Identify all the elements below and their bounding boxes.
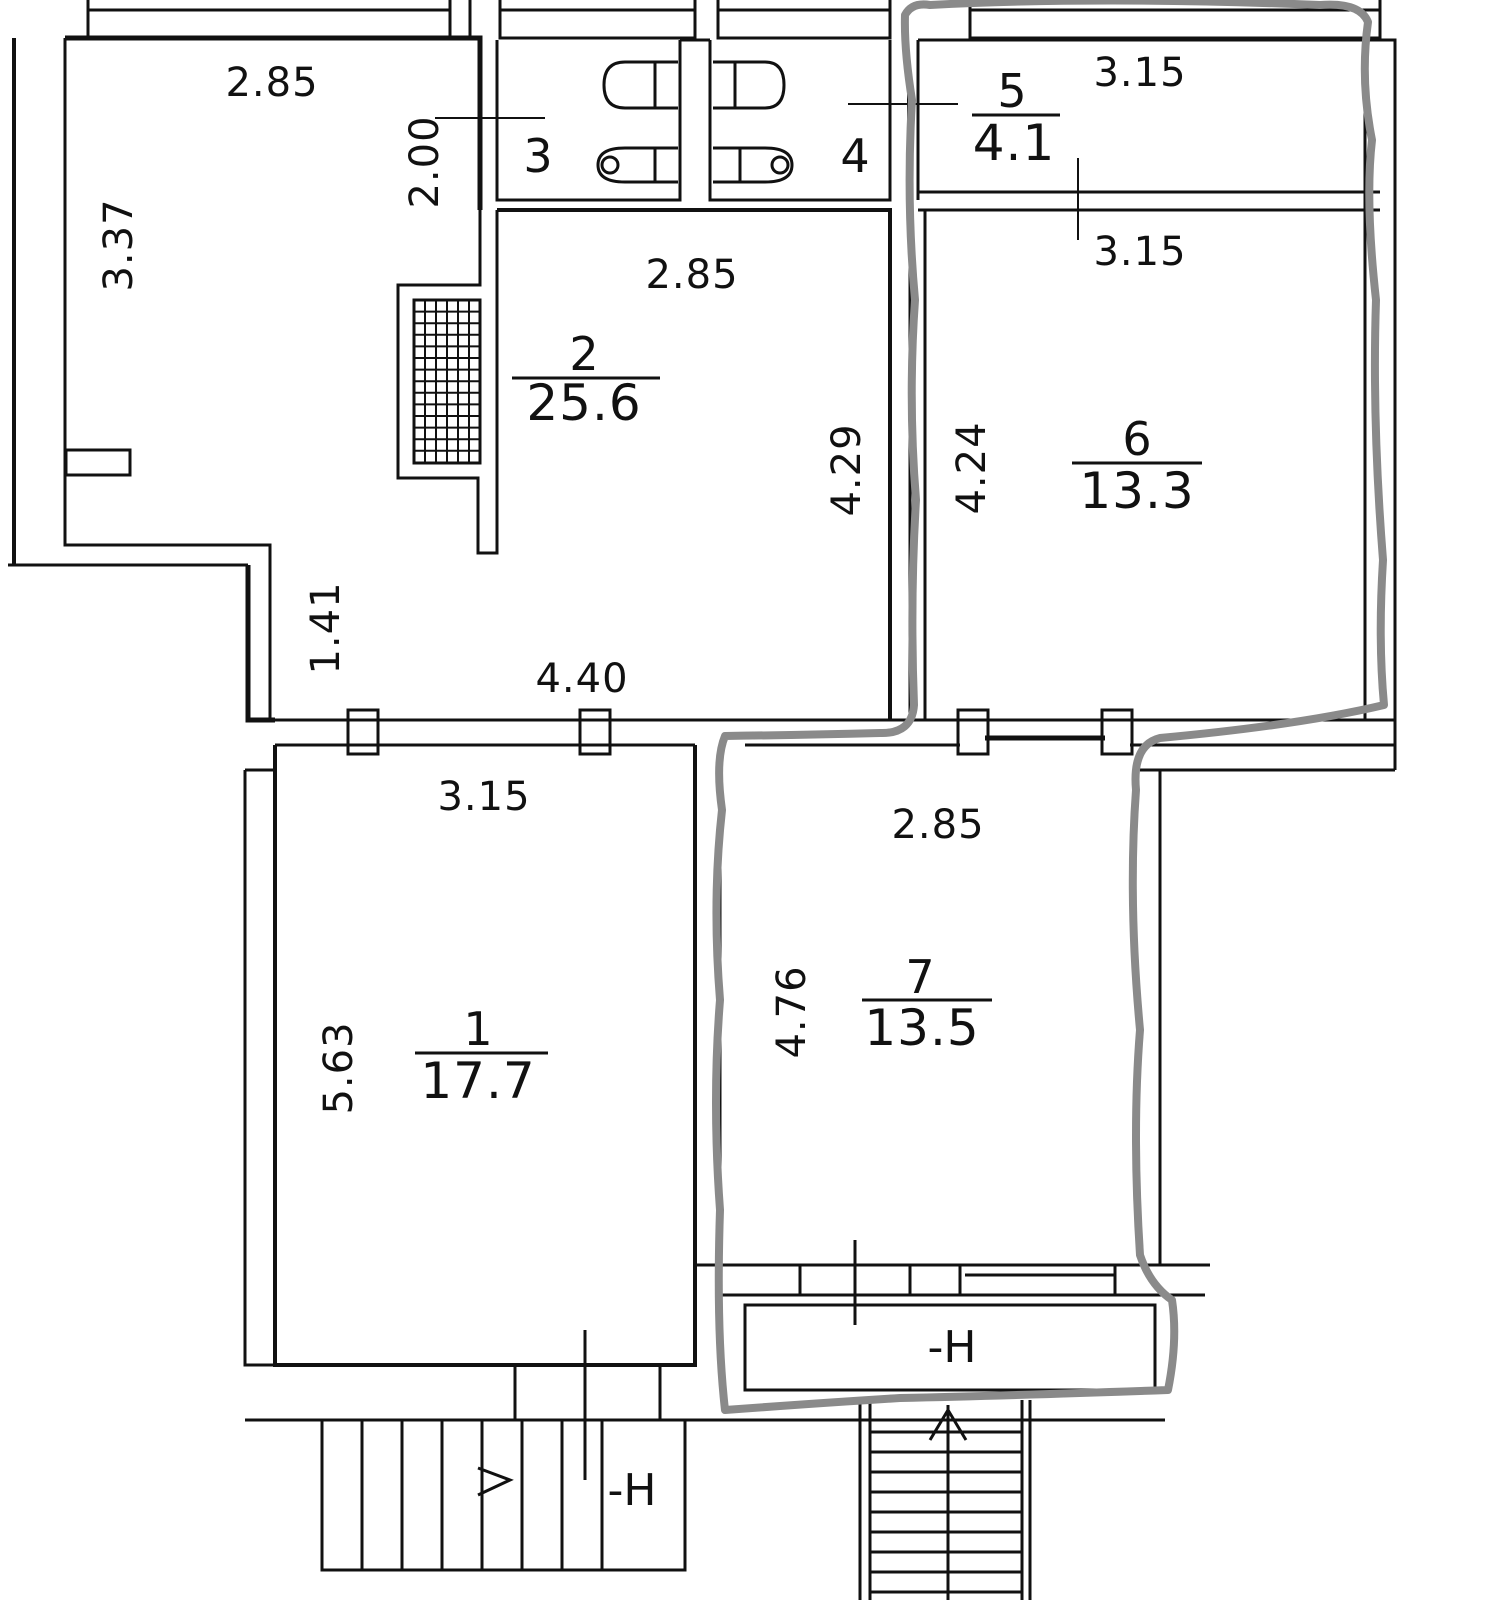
- stair-arrow-right: [928, 1407, 968, 1441]
- stair-label: -H: [608, 1465, 657, 1516]
- room-2-dim-left-upper: 3.37: [96, 198, 142, 291]
- room-1-dim-width: 3.15: [437, 774, 530, 820]
- room-2-dim-left-lower: 1.41: [303, 581, 349, 674]
- middle-walls: [275, 708, 1397, 772]
- bathroom-walls: [495, 38, 892, 202]
- room-7-walls: [695, 745, 1210, 1325]
- room-4-number: 4: [840, 129, 869, 183]
- room-2-area: 25.6: [526, 374, 641, 432]
- room-5-area: 4.1: [973, 114, 1056, 172]
- stair-right: [858, 1400, 1032, 1600]
- room-5-number: 5: [997, 64, 1026, 118]
- room-2-dim-right: 4.29: [824, 423, 870, 516]
- room-2-dim-bottom: 4.40: [535, 656, 628, 702]
- balcony-walls: [743, 1303, 1157, 1392]
- stair-arrow-left: [477, 1466, 514, 1497]
- room-2-dim-top-right: 2.85: [645, 252, 738, 298]
- room-6-area: 13.3: [1079, 462, 1194, 520]
- stair-left: [360, 1420, 604, 1570]
- room-2-walls: [60, 35, 892, 723]
- stair-right-treads: [870, 1430, 1022, 1594]
- balcony-label: -H: [928, 1322, 977, 1373]
- room-7-dim-top: 2.85: [891, 802, 984, 848]
- area-underlines: [415, 113, 1202, 1055]
- room-6-dim-left: 4.24: [949, 421, 995, 514]
- room-6-number: 6: [1122, 412, 1151, 466]
- bottom-entry: [245, 1330, 1165, 1572]
- top-walls: [86, 0, 1382, 40]
- room-1-area: 17.7: [420, 1052, 535, 1110]
- toilet-icon: [596, 146, 794, 184]
- room-5-walls: [916, 38, 1397, 720]
- room-7-number: 7: [905, 950, 934, 1004]
- sink-icon: [602, 60, 786, 110]
- ventilation-shaft: [412, 298, 482, 465]
- room-2-number: 2: [569, 327, 598, 381]
- room-1-dim-length: 5.63: [316, 1021, 362, 1114]
- left-exterior-wall: [8, 38, 65, 567]
- room-7-area: 13.5: [864, 999, 979, 1057]
- room-5-dim-top: 3.15: [1093, 50, 1186, 96]
- room-1-number: 1: [463, 1002, 492, 1056]
- highlight-outline: [712, 0, 1388, 1414]
- room-7-dim-left: 4.76: [769, 965, 815, 1058]
- room-6-dim-top: 3.15: [1093, 229, 1186, 275]
- room-3-number: 3: [523, 129, 552, 183]
- room-1-walls: [243, 745, 697, 1367]
- room-2-dim-niche: 2.00: [402, 115, 448, 208]
- room-2-dim-top-left: 2.85: [225, 60, 318, 106]
